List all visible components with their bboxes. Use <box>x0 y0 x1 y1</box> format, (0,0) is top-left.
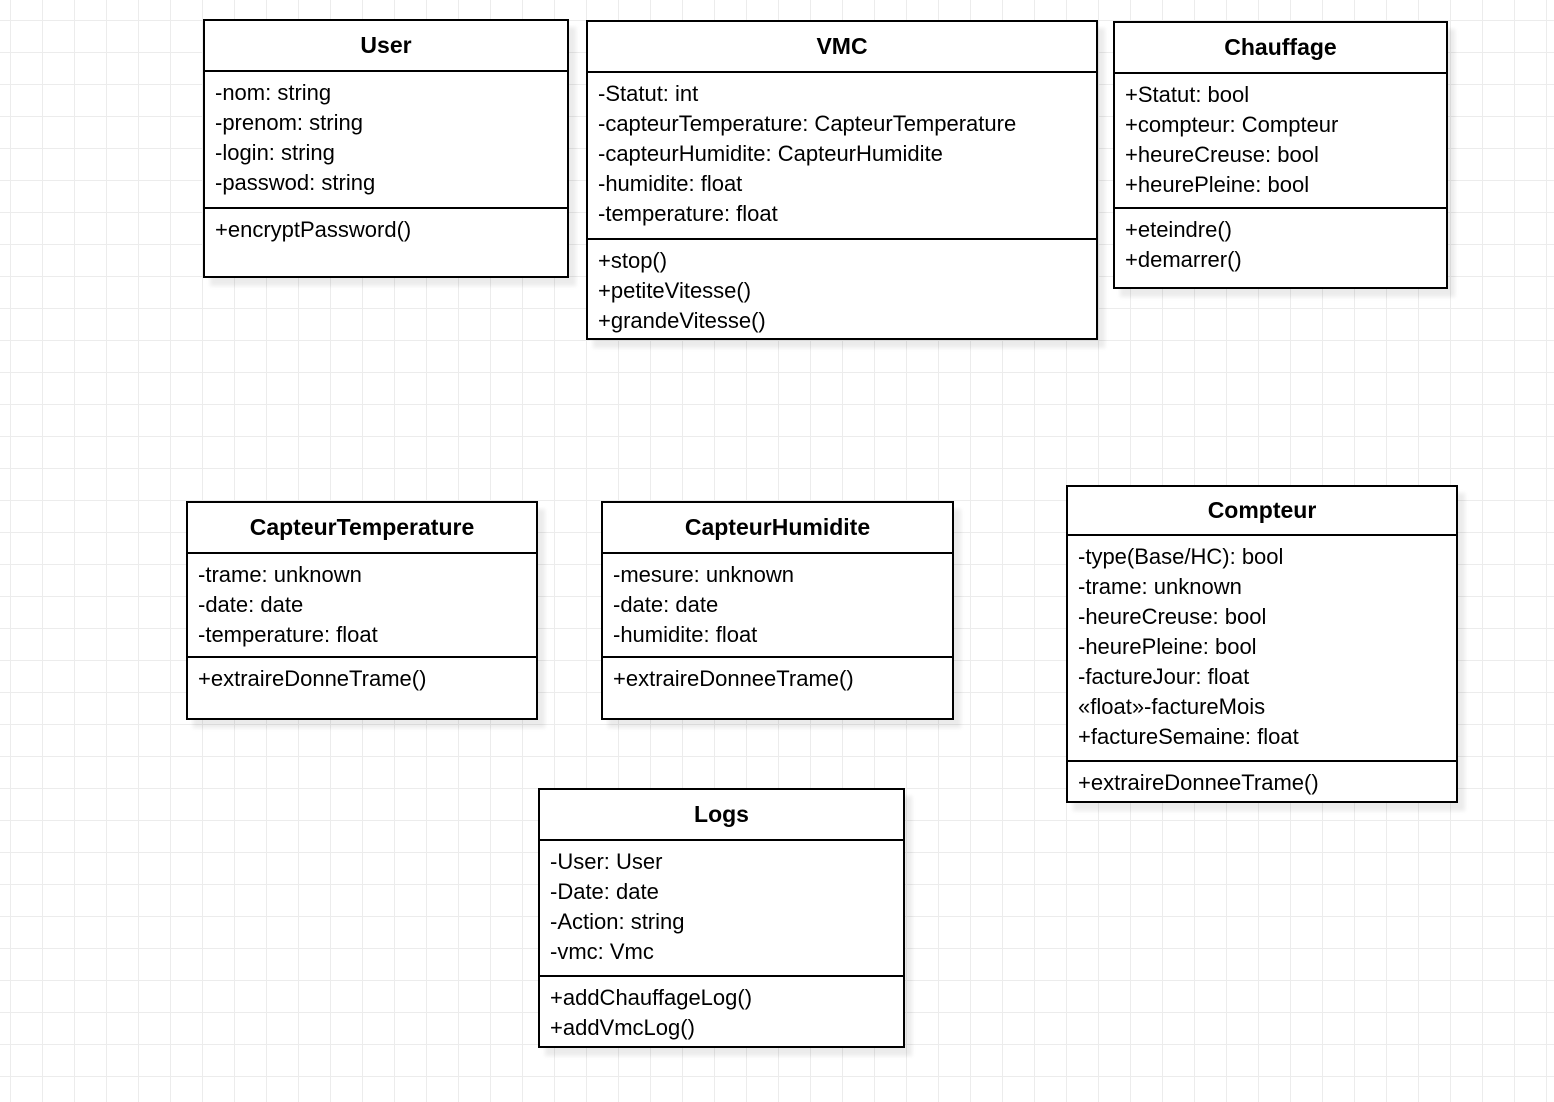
class-attribute: -humidite: float <box>613 622 758 647</box>
class-title: Chauffage <box>1224 34 1337 60</box>
class-attribute: -User: User <box>550 849 663 874</box>
class-box-chauffage[interactable]: Chauffage +Statut: bool +compteur: Compte… <box>1113 21 1448 289</box>
class-title: Logs <box>694 801 749 827</box>
class-attribute: +compteur: Compteur <box>1125 112 1339 137</box>
class-method: +petiteVitesse() <box>598 278 752 303</box>
class-title: VMC <box>816 33 868 59</box>
class-attribute: -capteurHumidite: CapteurHumidite <box>598 141 943 166</box>
class-methods: +extraireDonneTrame() <box>188 656 536 718</box>
class-attribute: -trame: unknown <box>198 562 362 587</box>
class-attribute: -heurePleine: bool <box>1078 634 1257 659</box>
class-methods: +encryptPassword() <box>205 207 567 276</box>
class-method: +extraireDonneeTrame() <box>613 666 854 691</box>
class-method: +extraireDonneeTrame() <box>1078 770 1319 795</box>
class-title: User <box>360 32 412 58</box>
class-attribute: -Statut: int <box>598 81 699 106</box>
class-attribute: +heureCreuse: bool <box>1125 142 1319 167</box>
class-attributes: -trame: unknown -date: date -temperature: … <box>188 552 536 656</box>
class-box-capteur-humidite[interactable]: CapteurHumidite -mesure: unknown -date: d… <box>601 501 954 720</box>
class-attribute: «float»-factureMois <box>1078 694 1266 719</box>
class-attribute: -factureJour: float <box>1078 664 1250 689</box>
class-title: Compteur <box>1207 497 1317 523</box>
class-attribute: -trame: unknown <box>1078 574 1242 599</box>
class-attribute: -type(Base/HC): bool <box>1078 544 1284 569</box>
class-method: +addChauffageLog() <box>550 985 753 1010</box>
class-methods: +eteindre() +demarrer() <box>1115 207 1446 287</box>
class-methods: +extraireDonneeTrame() <box>603 656 952 718</box>
class-attribute: -vmc: Vmc <box>550 939 654 964</box>
class-box-user[interactable]: User -nom: string -prenom: string -login: … <box>203 19 569 278</box>
class-attribute: +heurePleine: bool <box>1125 172 1310 197</box>
class-box-logs[interactable]: Logs -User: User -Date: date -Action: stri… <box>538 788 905 1048</box>
class-attribute: -heureCreuse: bool <box>1078 604 1267 629</box>
class-attribute: -prenom: string <box>215 110 363 135</box>
class-methods: +stop() +petiteVitesse() +grandeVitesse() <box>588 238 1096 342</box>
class-method: +grandeVitesse() <box>598 308 766 333</box>
class-attribute: -date: date <box>613 592 719 617</box>
class-attribute: -capteurTemperature: CapteurTemperature <box>598 111 1017 136</box>
class-attribute: -passwod: string <box>215 170 376 195</box>
class-attribute: -temperature: float <box>598 201 778 226</box>
class-attribute: +factureSemaine: float <box>1078 724 1299 749</box>
class-attribute: -temperature: float <box>198 622 378 647</box>
class-attributes: +Statut: bool +compteur: Compteur +heureCr… <box>1115 72 1446 207</box>
class-method: +stop() <box>598 248 668 273</box>
class-method: +addVmcLog() <box>550 1015 695 1040</box>
class-box-capteur-temperature[interactable]: CapteurTemperature -trame: unknown -date:… <box>186 501 538 720</box>
class-title: CapteurTemperature <box>249 514 475 540</box>
class-attributes: -mesure: unknown -date: date -humidite: fl… <box>603 552 952 656</box>
class-attribute: -login: string <box>215 140 335 165</box>
class-attribute: -Date: date <box>550 879 659 904</box>
class-box-vmc[interactable]: VMC -Statut: int -capteurTemperature: Cap… <box>586 20 1098 340</box>
class-method: +demarrer() <box>1125 247 1242 272</box>
class-method: +encryptPassword() <box>215 217 412 242</box>
class-attribute: -nom: string <box>215 80 332 105</box>
class-methods: +extraireDonneeTrame() <box>1068 760 1456 804</box>
class-attribute: +Statut: bool <box>1125 82 1250 107</box>
class-attribute: -mesure: unknown <box>613 562 794 587</box>
class-box-compteur[interactable]: Compteur -type(Base/HC): bool -trame: unk… <box>1066 485 1458 803</box>
class-title: CapteurHumidite <box>684 514 871 540</box>
class-attribute: -date: date <box>198 592 304 617</box>
class-attributes: -type(Base/HC): bool -trame: unknown -heur… <box>1068 534 1456 760</box>
class-attributes: -Statut: int -capteurTemperature: Capteur… <box>588 71 1096 238</box>
class-method: +eteindre() <box>1125 217 1233 242</box>
class-attributes: -nom: string -prenom: string -login: strin… <box>205 70 567 207</box>
class-attribute: -humidite: float <box>598 171 743 196</box>
class-methods: +addChauffageLog() +addVmcLog() <box>540 975 903 1049</box>
class-attributes: -User: User -Date: date -Action: string -vm… <box>540 839 903 975</box>
class-method: +extraireDonneTrame() <box>198 666 427 691</box>
class-attribute: -Action: string <box>550 909 685 934</box>
